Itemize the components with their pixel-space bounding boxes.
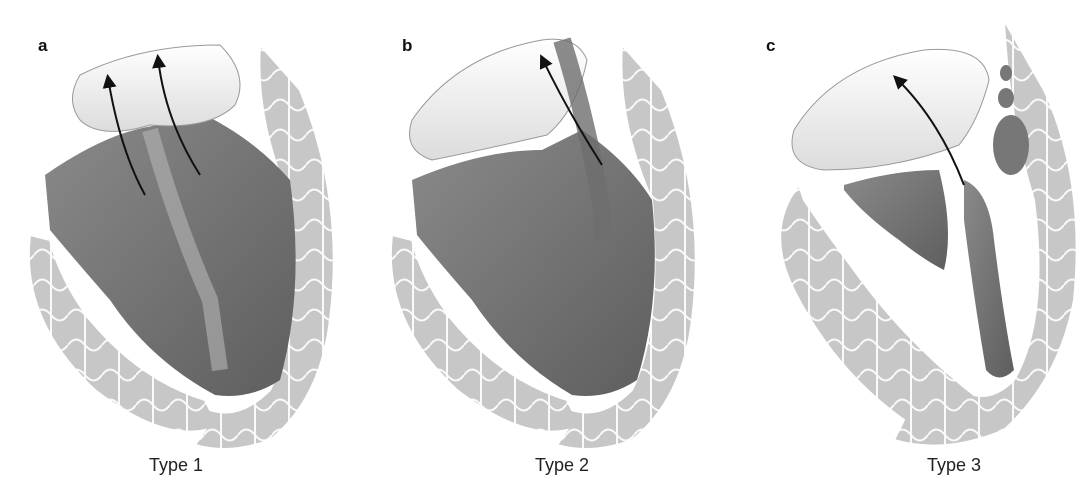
papillary-node (1000, 65, 1012, 81)
papillary-node (993, 115, 1029, 175)
outflow-cap (792, 49, 989, 170)
heart-illustration-type-1 (0, 0, 362, 481)
panel-caption: Type 2 (462, 455, 662, 476)
heart-illustration-type-2 (362, 0, 724, 481)
heart-illustration-type-3 (724, 0, 1086, 481)
papillary-node (998, 88, 1014, 108)
ventricle-cavity-left (844, 170, 948, 270)
panel-a: a Type 1 (0, 0, 362, 481)
panel-b: b Type 2 (362, 0, 724, 481)
panel-caption: Type 3 (854, 455, 1054, 476)
panel-letter: a (38, 36, 47, 56)
outflow-cap (73, 45, 241, 131)
ventricle-cavity-right (964, 180, 1014, 378)
panel-caption: Type 1 (76, 455, 276, 476)
panel-c: c Type 3 (724, 0, 1086, 481)
panel-letter: c (766, 36, 775, 56)
panel-letter: b (402, 36, 412, 56)
